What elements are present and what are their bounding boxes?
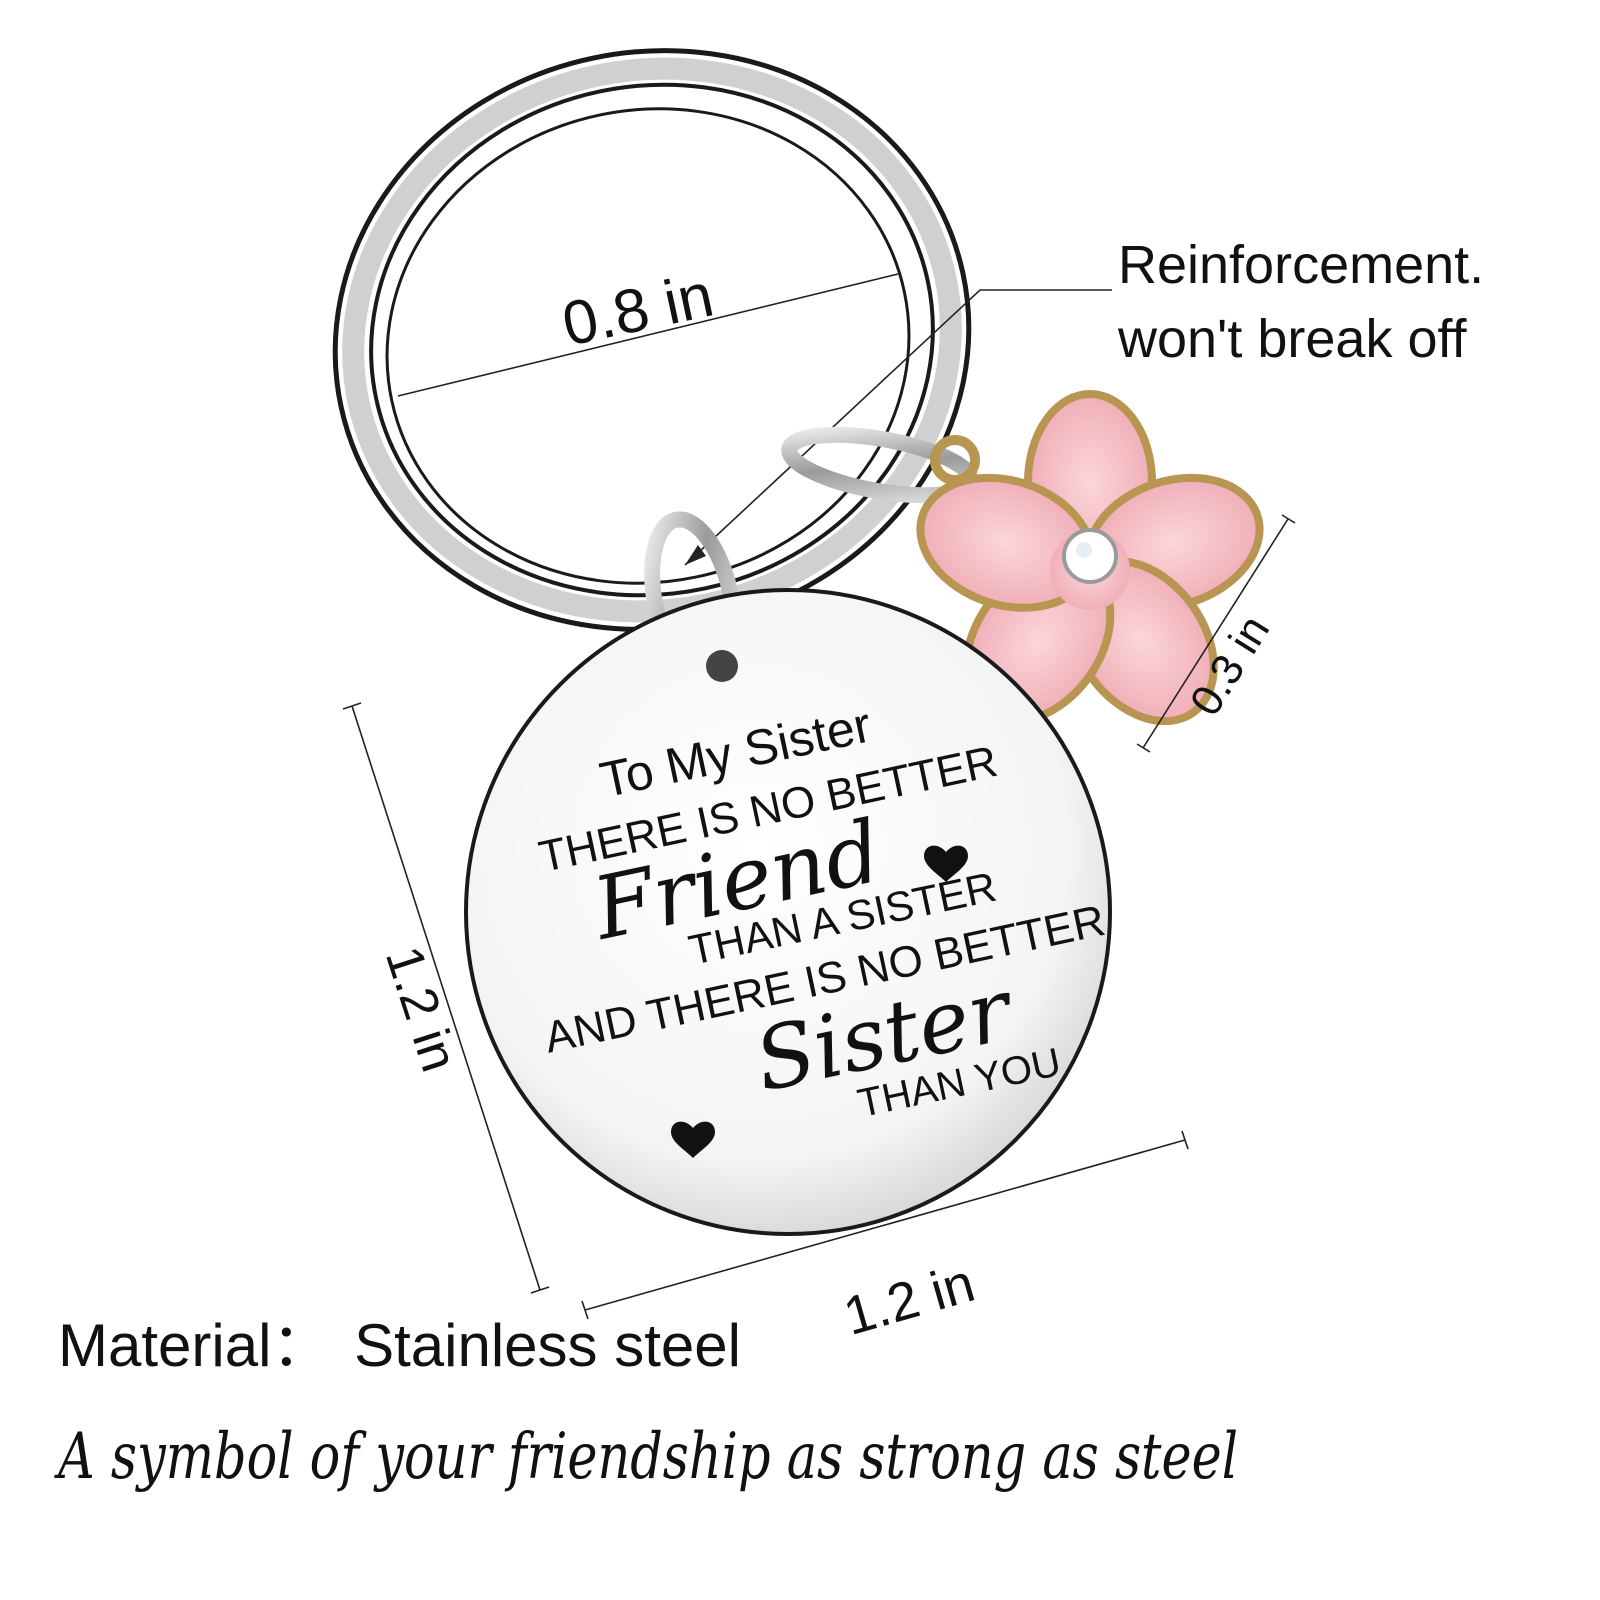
tag-width-label: 1.2 in xyxy=(837,1253,981,1347)
heart-icon xyxy=(924,845,968,882)
flower-charm xyxy=(916,390,1264,726)
tagline: A symbol of your friendship as strong as… xyxy=(54,1420,1238,1494)
reinforcement-callout: Reinforcement. won't break off xyxy=(684,235,1484,566)
material-label: Material： xyxy=(58,1312,331,1379)
ring-diameter-dimension: 0.8 in xyxy=(397,261,899,397)
callout-line-1: Reinforcement. xyxy=(1118,235,1484,295)
round-tag: To My Sister THERE IS NO BETTER Friend T… xyxy=(464,588,1112,1236)
ring-diameter-label: 0.8 in xyxy=(557,261,720,360)
material-line: Material： Stainless steel xyxy=(58,1312,741,1379)
callout-line-2: won't break off xyxy=(1117,309,1468,369)
heart-icon xyxy=(671,1121,715,1158)
material-value: Stainless steel xyxy=(354,1312,741,1379)
tag-height-label: 1.2 in xyxy=(374,940,468,1079)
rhinestone-icon xyxy=(1062,528,1118,584)
